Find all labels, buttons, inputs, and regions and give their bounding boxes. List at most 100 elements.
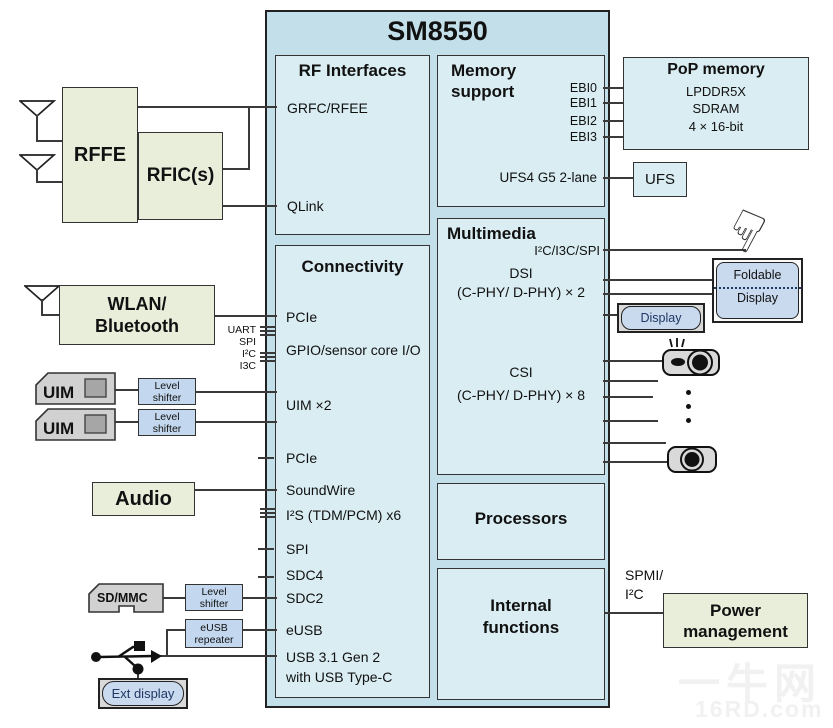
- foldable-hinge-line: [714, 287, 801, 289]
- port-sdc4: SDC4: [286, 567, 324, 583]
- foldable-label-line2: Display: [737, 291, 778, 305]
- wire-csi6: [603, 461, 668, 463]
- port-dsi-phy: (C-PHY/ D-PHY) × 2: [457, 284, 585, 300]
- bus-ticks-icon: [260, 326, 276, 328]
- port-tick: [258, 457, 274, 459]
- antenna-mast: [36, 115, 38, 142]
- wire-csi5: [603, 442, 666, 444]
- port-pcie2: PCIe: [286, 450, 318, 466]
- pop-memory-line3: 4 × 16-bit: [688, 119, 744, 134]
- bus-ticks-icon: [260, 512, 276, 514]
- wire-ebi0: [603, 87, 623, 89]
- wire-touch: [603, 249, 746, 251]
- wire-ebi2: [603, 120, 623, 122]
- display-screen: Display: [621, 306, 701, 330]
- display-label: Display: [640, 311, 682, 325]
- port-dsi: DSI: [509, 265, 533, 281]
- wire-ebi1: [603, 102, 623, 104]
- processors-title: Processors: [474, 509, 568, 528]
- usb-trident-icon: [91, 641, 162, 675]
- power-management-box: Power management: [663, 593, 808, 648]
- spmi-label-line1: SPMI/: [625, 567, 664, 583]
- processors-block: [437, 483, 605, 560]
- sdmmc-card-icon: SD/MMC: [88, 583, 164, 613]
- ellipsis-dot: [686, 404, 691, 409]
- wire-antenna1: [37, 140, 62, 142]
- port-eusb: eUSB: [286, 622, 323, 638]
- antenna-icon: [19, 100, 56, 118]
- pointing-finger-icon: ☟: [716, 197, 774, 267]
- port-ebi1: EBI1: [569, 96, 597, 110]
- audio-box: Audio: [92, 482, 195, 516]
- antenna-icon: [19, 154, 56, 172]
- wire-grfc: [138, 106, 277, 108]
- port-gpio: GPIO/sensor core I/O: [286, 342, 421, 358]
- pop-memory-line1: LPDDR5X: [686, 84, 746, 99]
- bus-ticks-icon: [260, 516, 276, 518]
- wire-uim1: [196, 391, 277, 393]
- wire-csi2: [603, 380, 658, 382]
- wire-eusb: [243, 629, 277, 631]
- internal-functions-title: Internal functions: [482, 596, 560, 637]
- pop-memory-title: PoP memory: [667, 61, 765, 78]
- eusb-repeater-label: eUSB repeater: [194, 621, 234, 646]
- wire-spmi: [605, 612, 663, 614]
- bus-label-uart: UART: [227, 324, 256, 336]
- level-shifter-box: Level shifter: [138, 378, 196, 405]
- wire-ebi3: [603, 136, 623, 138]
- camera-icon: [662, 338, 720, 376]
- port-csi: CSI: [509, 364, 533, 380]
- ext-display-label: Ext display: [111, 686, 175, 701]
- spmi-label-line2: I²C: [625, 586, 644, 602]
- port-usb-line1: USB 3.1 Gen 2: [286, 649, 381, 665]
- pop-memory-line2: SDRAM: [692, 101, 740, 116]
- bus-ticks-icon: [260, 352, 276, 354]
- memory-support-title: Memory support: [451, 61, 517, 101]
- port-grfc: GRFC/RFEE: [287, 100, 368, 116]
- wire-wlan-pcie: [215, 315, 277, 317]
- bus-label-i2c: I²C: [242, 348, 256, 360]
- port-sdc2: SDC2: [286, 590, 324, 606]
- bus-label-spi: SPI: [239, 336, 256, 348]
- watermark-url: 16RD.com: [695, 696, 824, 722]
- wire-sdc2: [243, 597, 277, 599]
- audio-label: Audio: [115, 487, 172, 510]
- port-spi: SPI: [286, 541, 309, 557]
- internal-functions-block: [437, 568, 605, 700]
- wire-dsi2: [603, 293, 712, 295]
- level-shifter-label: Level shifter: [152, 410, 182, 435]
- wlan-bluetooth-box: WLAN/ Bluetooth: [59, 285, 215, 345]
- ext-display-screen: Ext display: [102, 681, 184, 706]
- port-soundwire: SoundWire: [286, 482, 356, 498]
- bus-ticks-icon: [260, 356, 276, 358]
- ellipsis-dot: [686, 390, 691, 395]
- antenna-mast: [36, 169, 38, 183]
- camera-icon: [667, 446, 717, 473]
- uim1-label: UIM: [43, 383, 74, 402]
- wire: [248, 106, 250, 169]
- level-shifter-box: Level shifter: [138, 409, 196, 436]
- eusb-repeater-box: eUSB repeater: [185, 619, 243, 648]
- wire-audio: [195, 489, 277, 491]
- port-ebi3: EBI3: [569, 130, 597, 144]
- port-tick: [258, 548, 274, 550]
- rffe-label: RFFE: [73, 143, 127, 166]
- wire-antenna3: [41, 314, 59, 316]
- wire-antenna2: [37, 181, 62, 183]
- soc-title: SM8550: [387, 16, 488, 46]
- level-shifter-box: Level shifter: [185, 584, 243, 611]
- antenna-mast: [41, 299, 43, 316]
- bus-ticks-icon: [260, 330, 276, 332]
- wire: [163, 597, 185, 599]
- rfic-label: RFIC(s): [146, 165, 215, 186]
- pop-memory-box: [623, 57, 809, 150]
- multimedia-block: [437, 218, 605, 475]
- port-csi-phy: (C-PHY/ D-PHY) × 8: [457, 387, 585, 403]
- wire-qlink: [223, 205, 277, 207]
- bus-ticks-icon: [260, 360, 276, 362]
- wire-csi3: [603, 396, 653, 398]
- uim-card-icon: UIM: [35, 408, 116, 441]
- port-i2s: I²S (TDM/PCM) x6: [286, 507, 402, 523]
- wire-csi1: [603, 360, 663, 362]
